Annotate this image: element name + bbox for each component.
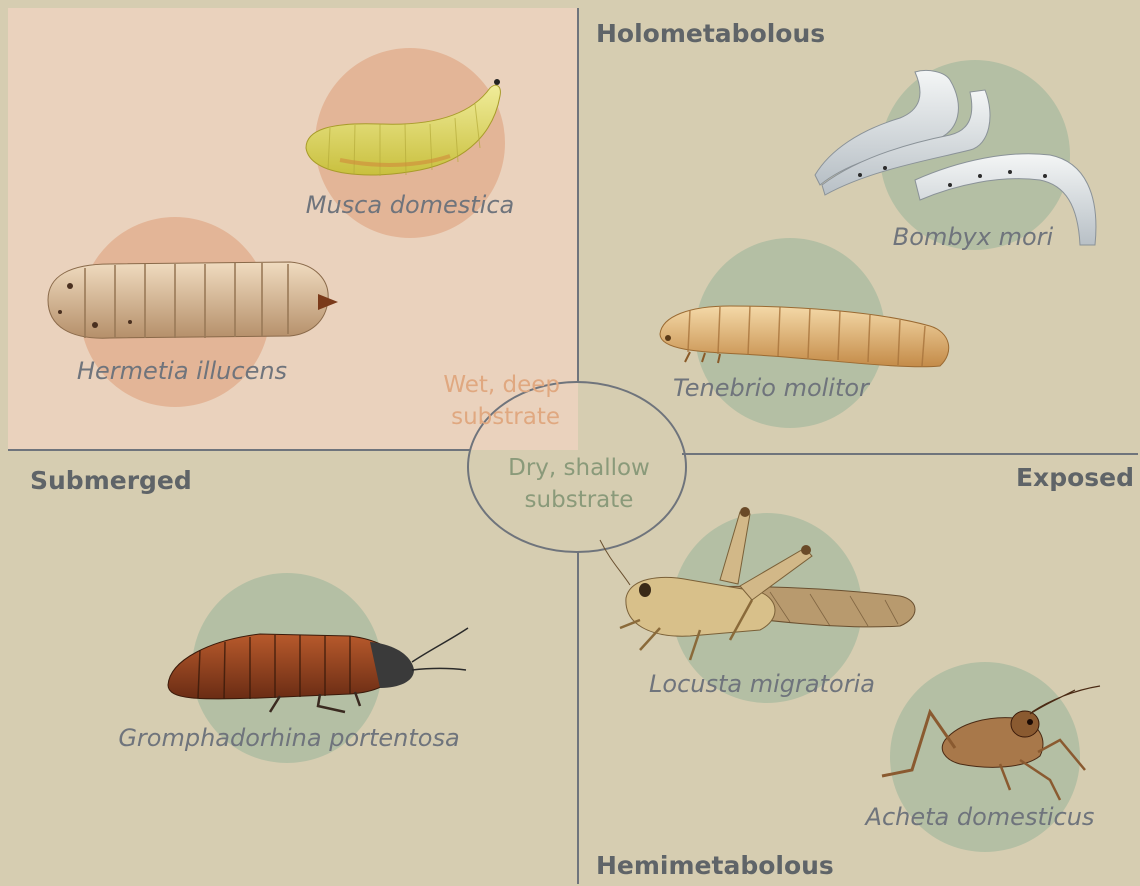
species-label-tenebrio: Tenebrio molitor — [673, 374, 871, 402]
axis-label-exposed: Exposed — [1016, 463, 1134, 492]
species-label-acheta: Acheta domesticus — [864, 803, 1095, 831]
hermetia-larva-image — [48, 262, 338, 338]
wet-substrate-line2: substrate — [451, 404, 560, 430]
dry-substrate-line1: Dry, shallow — [508, 455, 650, 481]
species-label-hermetia: Hermetia illucens — [77, 357, 287, 385]
wet-substrate-line1: Wet, deep — [443, 372, 560, 398]
species-label-locusta: Locusta migratoria — [649, 670, 875, 698]
species-label-bombyx: Bombyx mori — [893, 223, 1054, 251]
axis-label-hemimetabolous: Hemimetabolous — [596, 851, 834, 880]
axis-label-holometabolous: Holometabolous — [596, 19, 825, 48]
species-label-gromphadorhina: Gromphadorhina portentosa — [118, 724, 459, 752]
species-label-musca: Musca domestica — [306, 191, 515, 219]
axis-label-submerged: Submerged — [30, 466, 192, 495]
dry-substrate-line2: substrate — [525, 487, 634, 513]
